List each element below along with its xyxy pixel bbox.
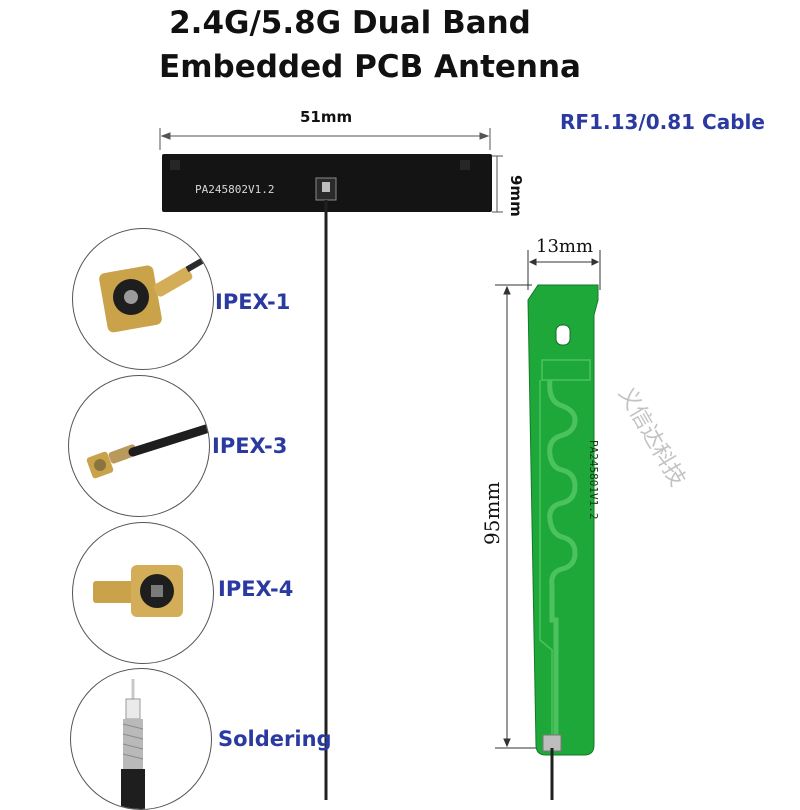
title-line-1: 2.4G/5.8G Dual Band (169, 5, 531, 41)
connector-circle-soldering (70, 668, 212, 810)
connector-circle-ipex3 (68, 375, 210, 517)
connector-circle-ipex1 (72, 228, 214, 370)
connector-label-ipex4: IPEX-4 (218, 577, 294, 601)
width-dimension-51mm (159, 128, 491, 150)
connector-label-soldering: Soldering (218, 727, 332, 751)
ipex1-connector-icon (99, 251, 213, 333)
dim-51mm: 51mm (300, 108, 353, 126)
ipex4-connector-icon (93, 565, 183, 617)
connector-circle-ipex4 (72, 522, 214, 664)
connector-label-ipex1: IPEX-1 (215, 290, 291, 314)
title-line-2: Embedded PCB Antenna (159, 49, 581, 85)
height-dimension-95mm (495, 284, 540, 749)
dim-13mm: 13mm (536, 236, 594, 257)
cable-label: RF1.13/0.81 Cable (560, 110, 765, 134)
connector-label-ipex3: IPEX-3 (212, 434, 288, 458)
dim-95mm: 95mm (480, 481, 504, 545)
green-pcb-model-text: PA245801V1.2 (587, 440, 600, 520)
ipex3-connector-icon (86, 423, 209, 479)
width-dimension-13mm (527, 250, 601, 290)
soldering-cable-icon (121, 679, 145, 809)
green-pcb-antenna (527, 284, 599, 756)
height-dimension-9mm (492, 155, 503, 213)
black-pcb-model-text: PA245802V1.2 (195, 183, 275, 196)
dim-9mm: 9mm (507, 175, 525, 217)
